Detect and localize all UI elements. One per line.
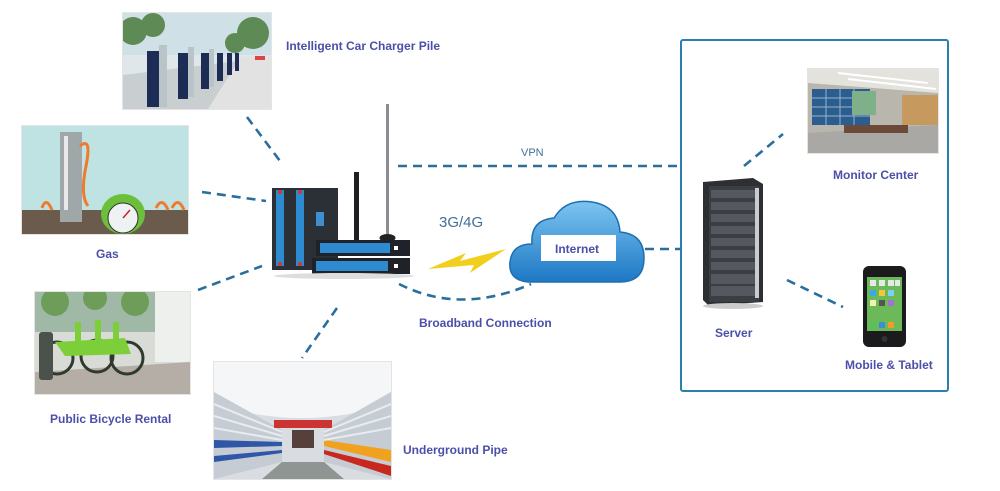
link-broadband [398, 282, 532, 301]
gas-meter-photo [21, 125, 189, 235]
server-label: Server [715, 326, 753, 340]
charger-label: Intelligent Car Charger Pile [286, 39, 441, 53]
bicycle-label: Public Bicycle Rental [50, 412, 172, 426]
smartphone-icon [863, 266, 906, 347]
server-rack-icon [703, 178, 763, 309]
pipe-label: Underground Pipe [403, 443, 508, 457]
internet-label: Internet [555, 242, 600, 256]
link-pipe-router [300, 307, 339, 359]
link-gas-router [201, 190, 267, 203]
link-charger-router [245, 116, 285, 166]
gas-label: Gas [96, 247, 119, 261]
control-room-photo [807, 68, 939, 154]
data-center-frame [680, 39, 949, 392]
vpn-label: VPN [521, 147, 544, 159]
wireless-label: 3G/4G [439, 214, 484, 231]
internet-box [541, 235, 616, 261]
antenna-icon [386, 104, 389, 236]
bicycle-photo [34, 291, 191, 395]
monitor-label: Monitor Center [833, 168, 919, 182]
link-server-mobile [786, 278, 844, 309]
link-server-monitor [743, 132, 784, 168]
broadband-label: Broadband Connection [419, 316, 552, 330]
link-bicycle-router [197, 264, 263, 292]
ev-charger-photo [122, 12, 272, 110]
lightning-bolt-icon [428, 249, 506, 273]
mobile-label: Mobile & Tablet [845, 358, 933, 372]
industrial-router [264, 100, 414, 280]
pipe-tunnel-photo [213, 361, 392, 480]
